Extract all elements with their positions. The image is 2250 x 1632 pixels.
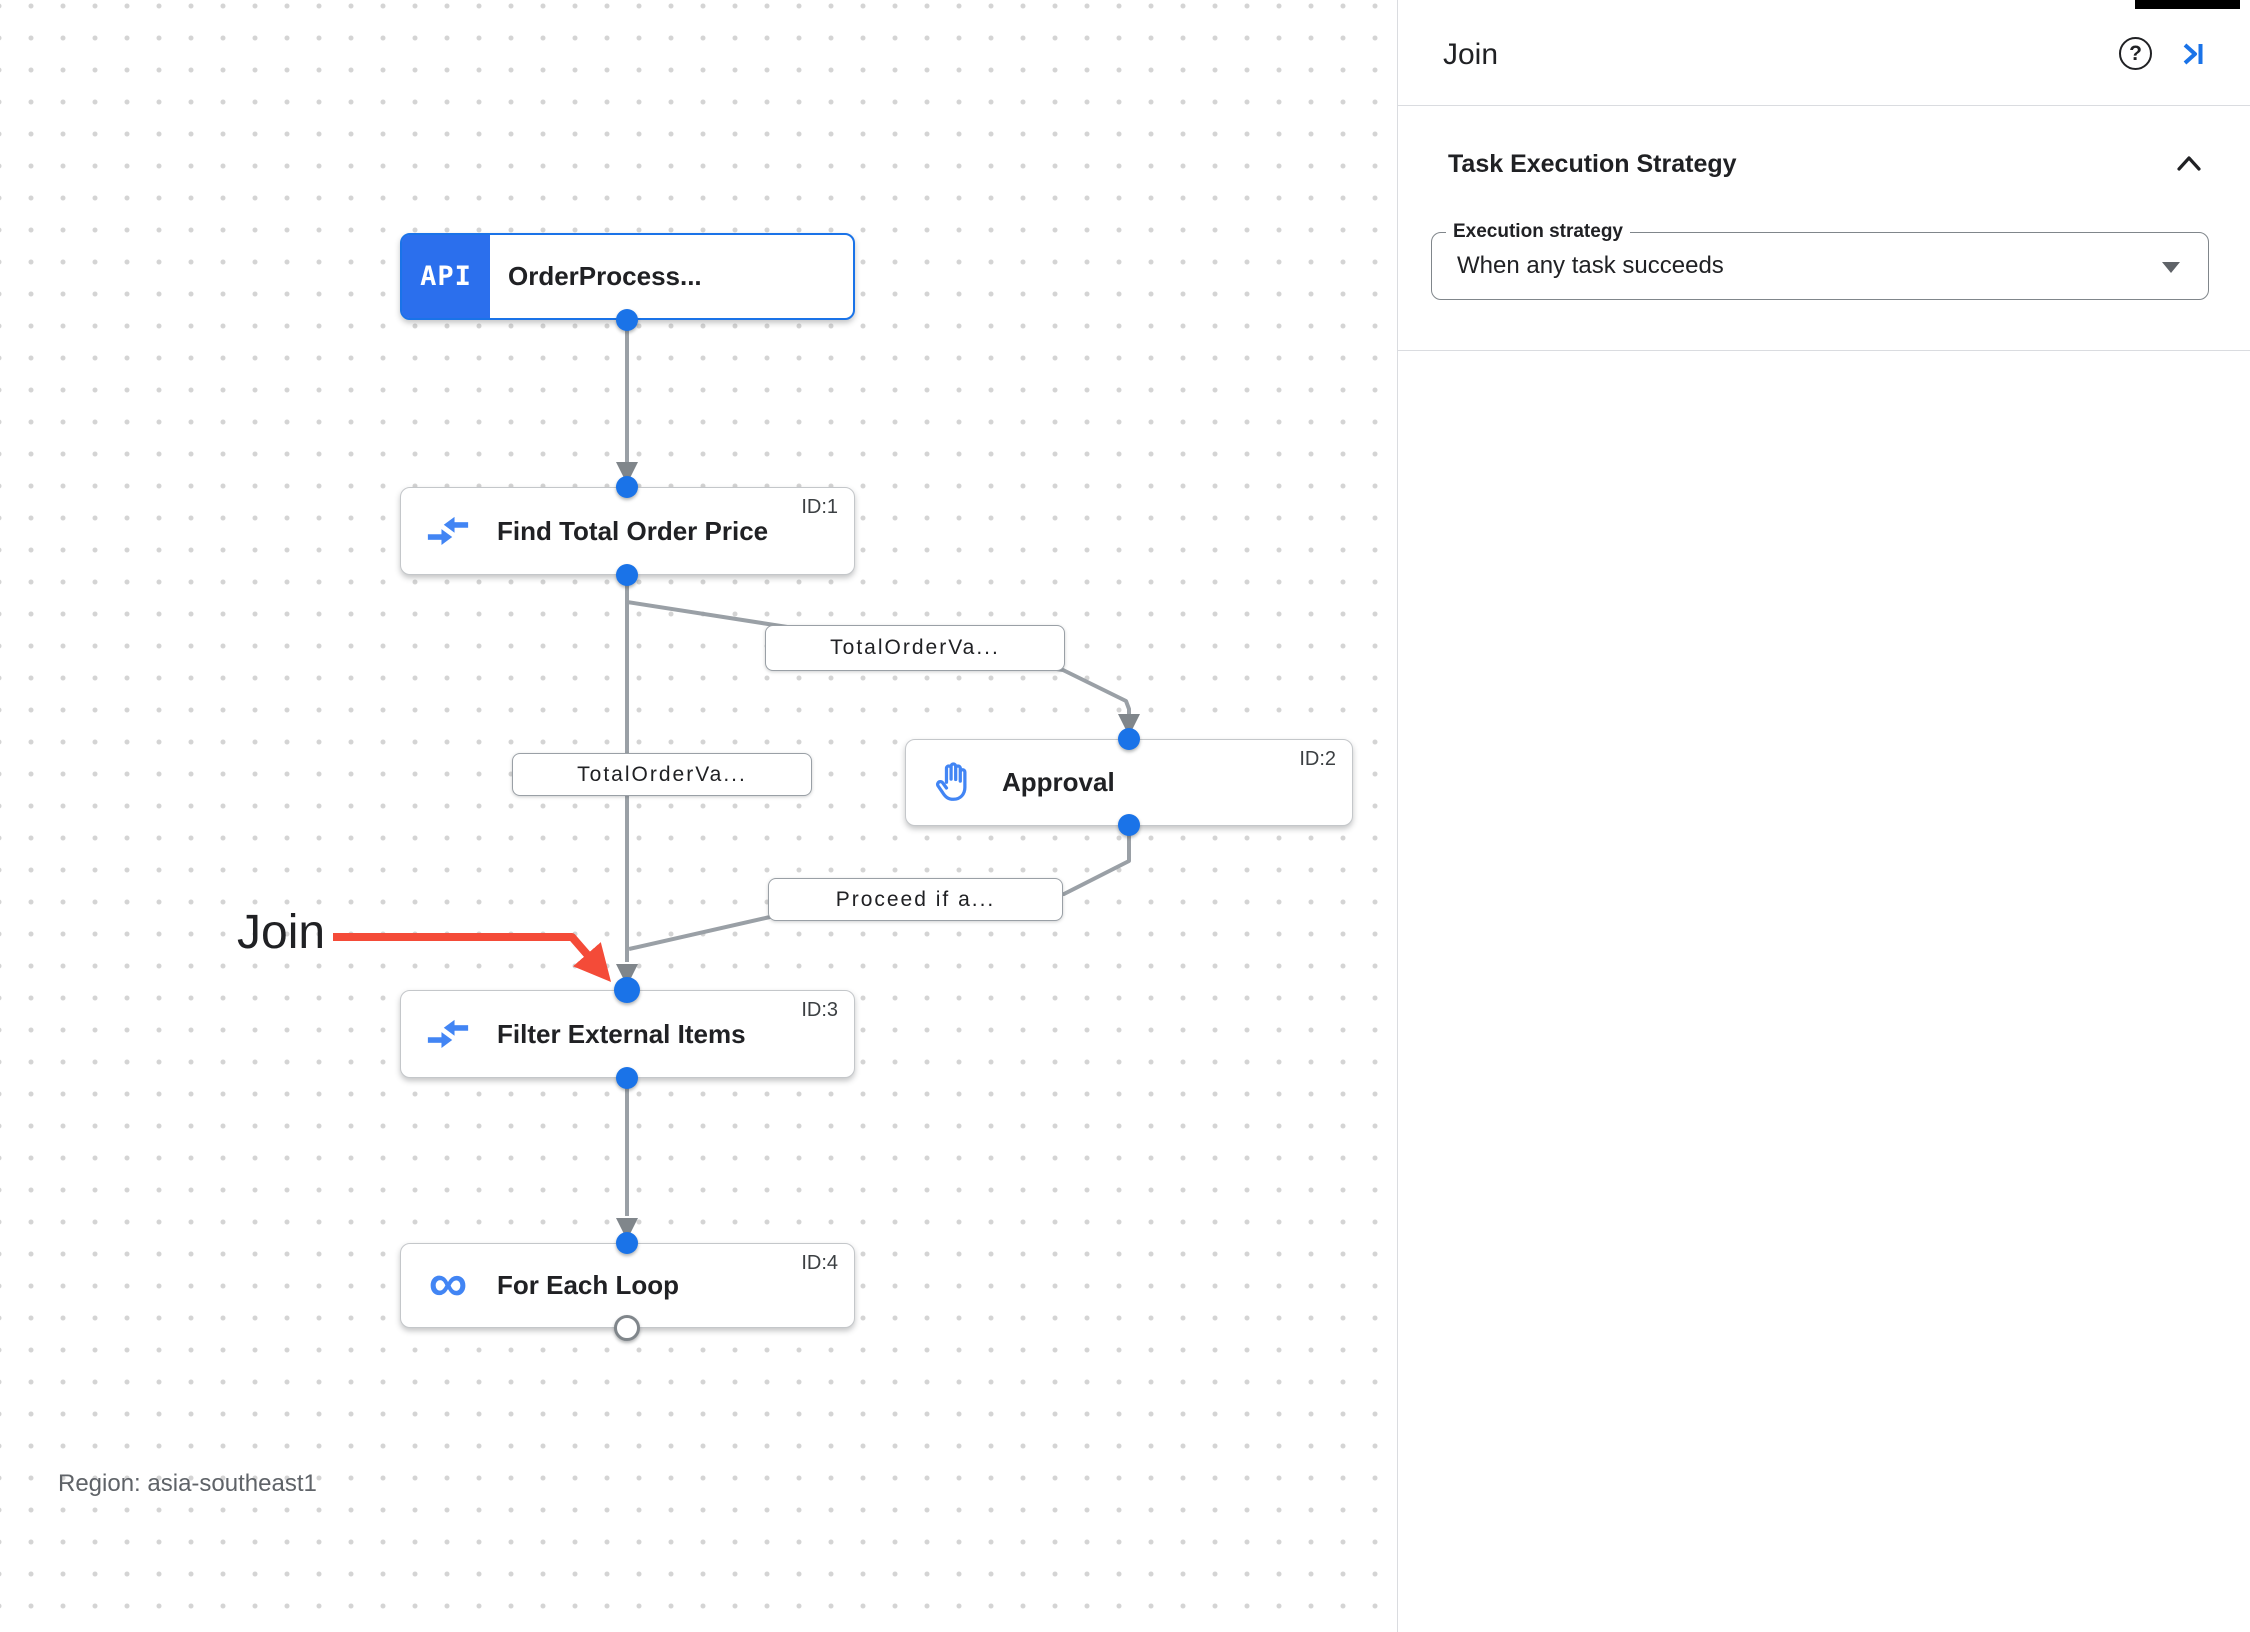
arrowhead-icon (616, 1218, 638, 1240)
output-port[interactable] (616, 1067, 638, 1089)
chevron-up-icon[interactable] (2174, 150, 2204, 178)
edge-label-text: TotalOrderVa... (830, 636, 1000, 659)
panel-header: Join ? (1398, 0, 2250, 106)
unconnected-output-port[interactable] (614, 1315, 640, 1341)
output-port[interactable] (616, 564, 638, 586)
data-mapping-icon (425, 508, 471, 554)
arrowhead-icon (616, 964, 638, 986)
edge-condition-label[interactable]: Proceed if a... (768, 878, 1063, 921)
output-port[interactable] (616, 309, 638, 331)
edge-condition-label[interactable]: TotalOrderVa... (512, 753, 812, 796)
output-port[interactable] (1118, 814, 1140, 836)
help-icon[interactable]: ? (2119, 37, 2152, 70)
node-title: For Each Loop (497, 1270, 679, 1300)
node-id-badge: ID:1 (801, 496, 838, 518)
data-mapping-icon (425, 1011, 471, 1057)
node-title: Find Total Order Price (497, 515, 769, 546)
node-order-process-trigger[interactable]: API OrderProcess... (400, 233, 855, 320)
join-annotation-text: Join (237, 906, 326, 959)
join-input-port[interactable] (614, 977, 640, 1003)
edge-condition-label[interactable]: TotalOrderVa... (765, 625, 1065, 671)
node-title: Approval (1002, 767, 1115, 797)
input-port[interactable] (616, 1232, 638, 1254)
panel-title: Join (1443, 38, 1499, 71)
execution-strategy-select[interactable]: Execution strategy When any task succeed… (1431, 221, 2209, 300)
arrowhead-icon (616, 462, 638, 484)
node-title: Filter External Items (497, 1018, 746, 1049)
input-port[interactable] (1118, 728, 1140, 750)
section-title-task-execution-strategy: Task Execution Strategy (1448, 150, 1737, 178)
api-trigger-icon: API (402, 235, 490, 318)
edge-label-text: Proceed if a... (835, 887, 996, 911)
join-annotation-arrow (333, 933, 612, 982)
select-value: When any task succeeds (1457, 252, 1724, 279)
node-id-badge: ID:3 (801, 999, 838, 1021)
node-id-badge: ID:4 (801, 1252, 838, 1274)
edge-approval-to-filter (628, 827, 1131, 951)
node-id-badge: ID:2 (1299, 748, 1336, 770)
section-divider (1398, 350, 2250, 351)
caret-down-icon (2162, 262, 2180, 273)
collapse-panel-icon[interactable] (2176, 38, 2208, 70)
region-label: Region: asia-southeast1 (58, 1470, 317, 1497)
workflow-canvas[interactable]: API OrderProcess... Find Total Order Pri… (0, 0, 1397, 1632)
edge-label-text: TotalOrderVa... (577, 762, 747, 786)
loop-infinity-icon: ∞ (428, 1252, 468, 1313)
input-port[interactable] (616, 476, 638, 498)
node-title: OrderProcess... (508, 261, 702, 291)
arrowhead-icon (1118, 714, 1140, 736)
config-panel: Join ? Task Execution Strategy Execution… (1397, 0, 2250, 1632)
approval-hand-icon (930, 760, 976, 806)
node-approval[interactable]: Approval ID:2 (905, 739, 1353, 826)
top-edge-artifact-bar (2135, 0, 2240, 9)
node-find-total-order-price[interactable]: Find Total Order Price ID:1 (400, 487, 855, 575)
node-filter-external-items[interactable]: Filter External Items ID:3 (400, 990, 855, 1078)
select-label: Execution strategy (1446, 221, 1630, 243)
